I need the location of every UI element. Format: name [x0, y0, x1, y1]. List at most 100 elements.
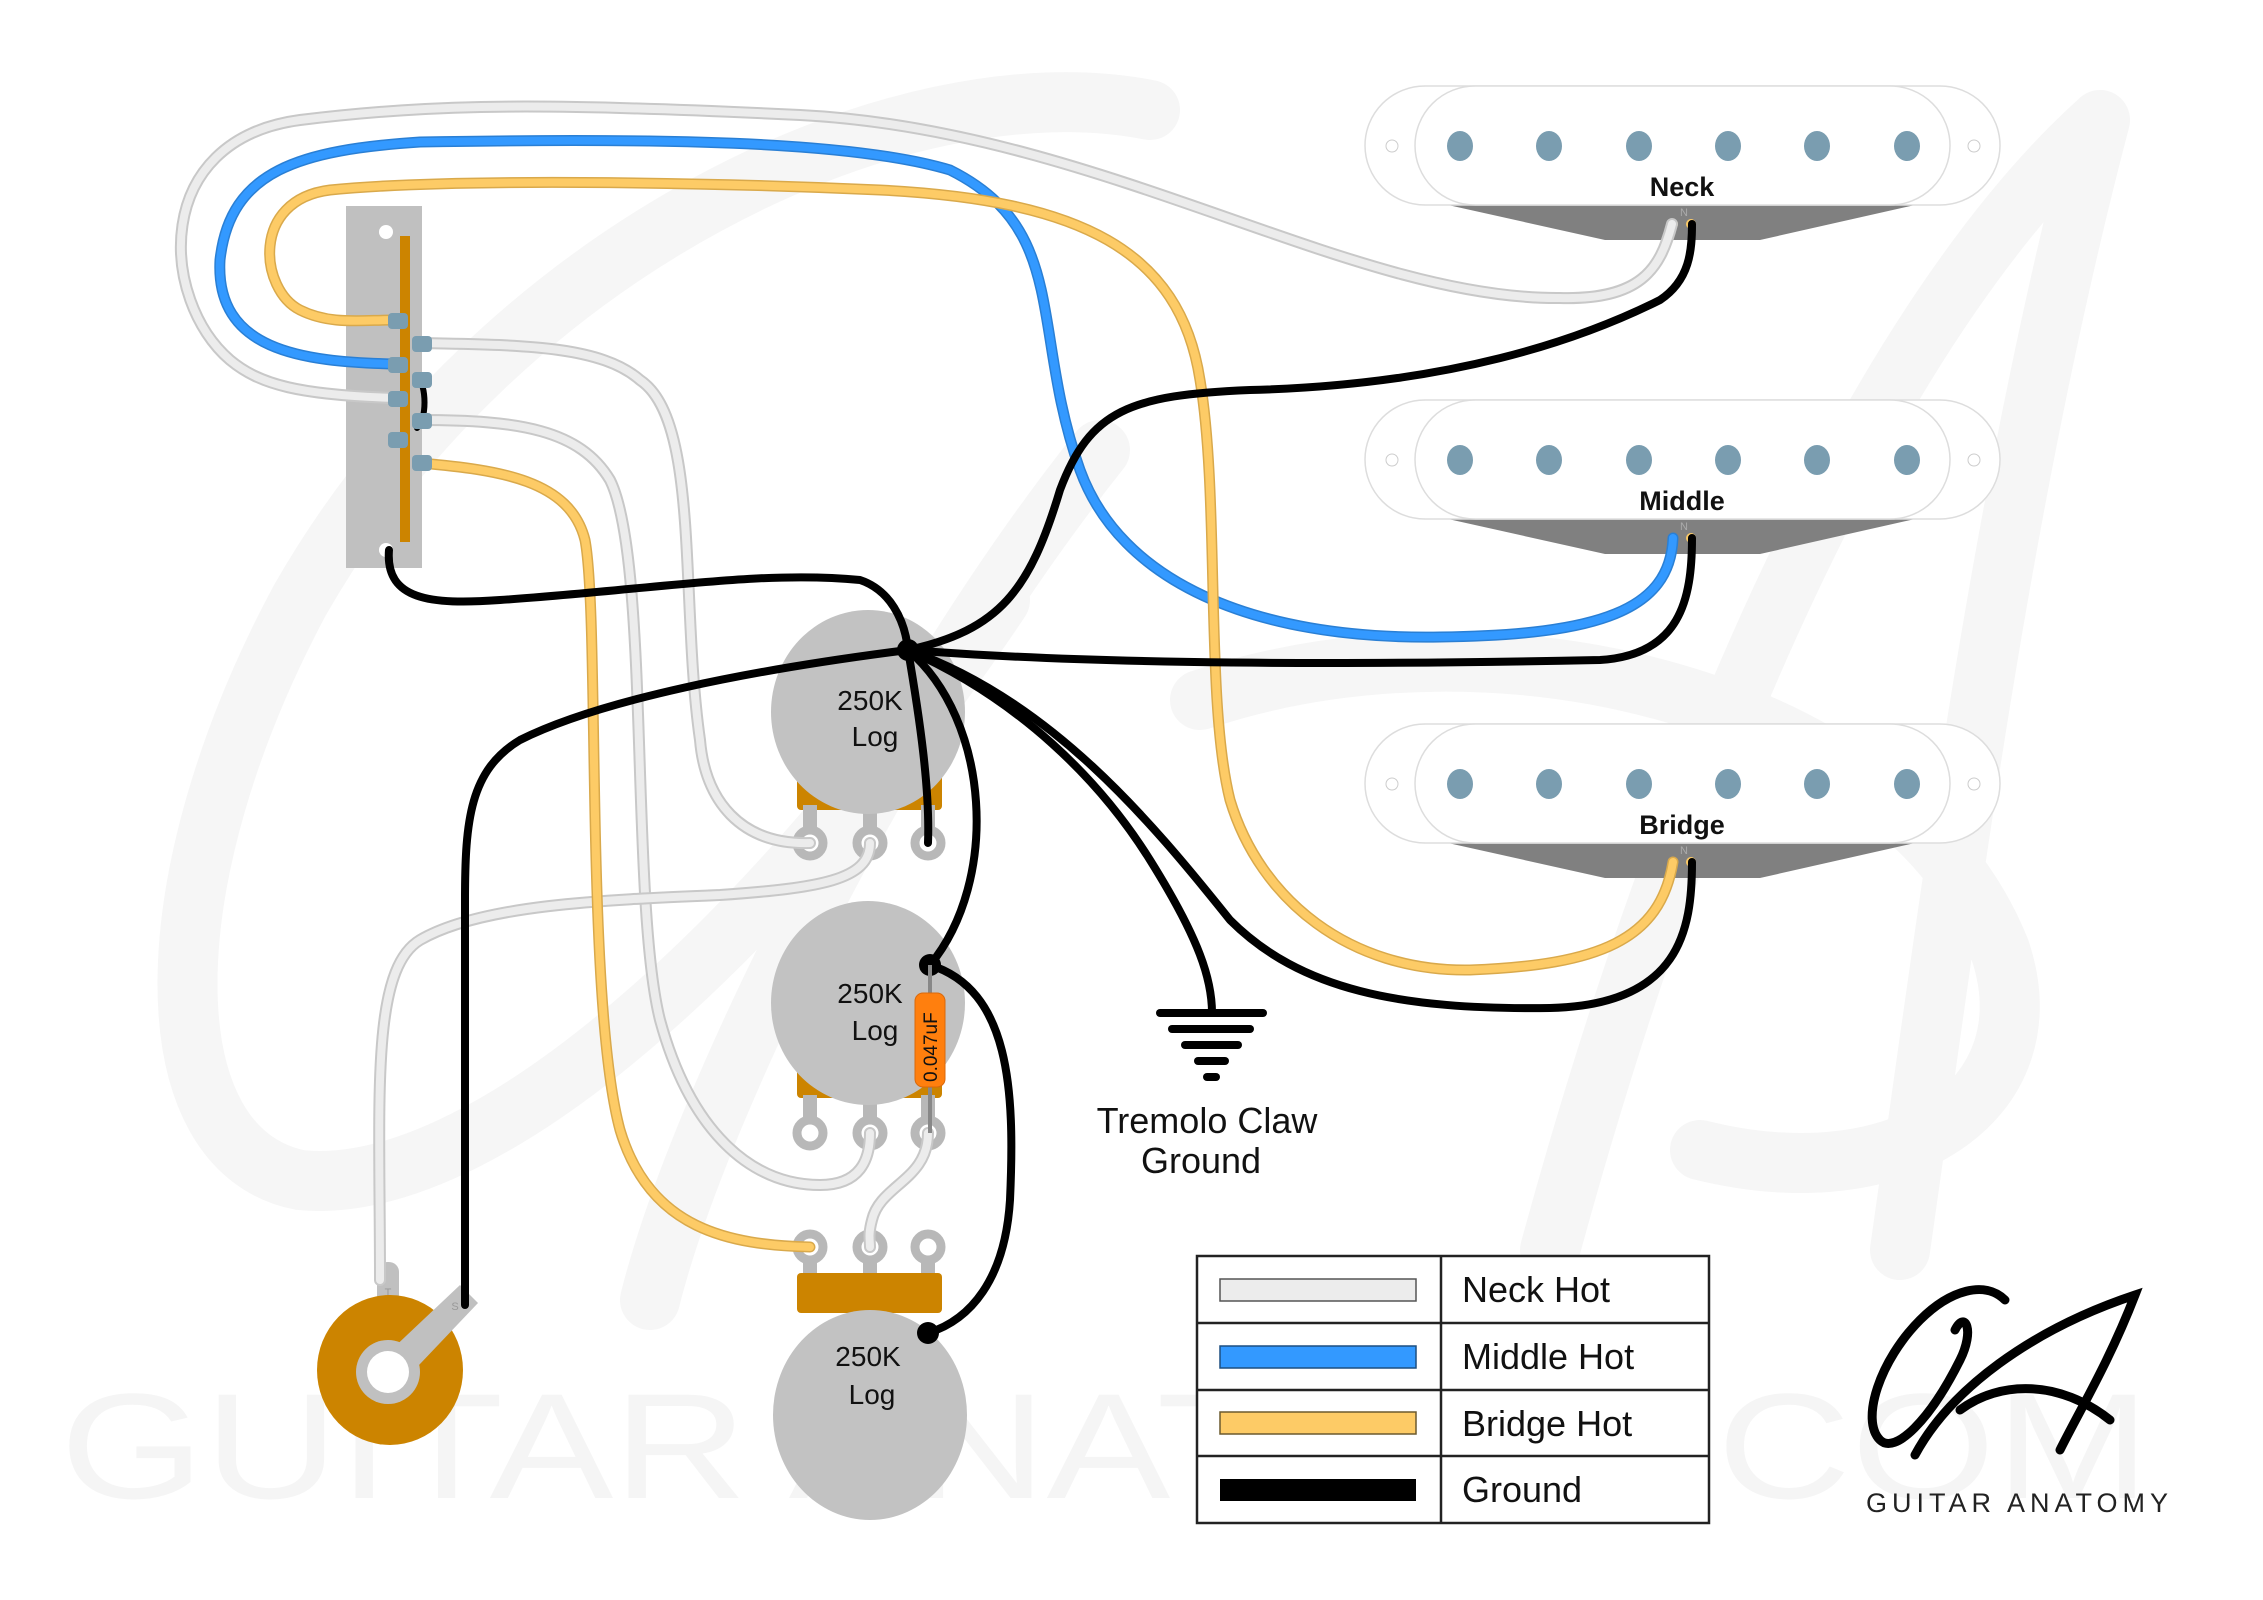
pot-taper: Log [852, 721, 899, 752]
switch-lug [388, 391, 408, 407]
mounting-hole [1385, 453, 1399, 467]
tremolo-claw-ground: Tremolo Claw Ground [1097, 1009, 1318, 1181]
pot-taper: Log [852, 1015, 899, 1046]
watermark-monogram [157, 72, 2130, 1330]
wires-bridge-hot [264, 176, 1679, 1253]
pickup-baseplate [1448, 843, 1915, 878]
pickup-label: Bridge [1639, 810, 1725, 840]
pickup-baseplate [1448, 519, 1915, 554]
ground-icon [1156, 1009, 1267, 1081]
pole-piece [1894, 131, 1920, 161]
capacitor-body [914, 992, 946, 1088]
pole-piece [1804, 445, 1830, 475]
polarity-mark: N [1680, 845, 1688, 857]
ground-solder-junction [897, 639, 919, 661]
legend-label: Neck Hot [1462, 1269, 1610, 1310]
pickup-label: Neck [1650, 172, 1716, 202]
mounting-hole [1385, 777, 1399, 791]
pole-piece [1715, 445, 1741, 475]
legend-swatch [1219, 1345, 1417, 1369]
wire-ground-claw [904, 646, 1216, 1017]
wire-tone-link-core [865, 1129, 932, 1251]
mounting-hole [1967, 453, 1981, 467]
pot-lug [792, 1115, 828, 1151]
wires-ground [384, 220, 1696, 1337]
pole-piece [1447, 445, 1473, 475]
wire-switch-to-volume-in-core [416, 339, 814, 848]
jack-sleeve-label: S [451, 1301, 458, 1313]
switch-lug [412, 336, 432, 352]
legend-swatch [1219, 1278, 1417, 1302]
wire-ground-jack [461, 646, 912, 1309]
legend-item-bridge-hot: Bridge Hot [1219, 1403, 1632, 1444]
wire-neck-hot-to-switch-core [176, 102, 1676, 402]
mounting-hole [1967, 777, 1981, 791]
pot-value: 250K [837, 685, 903, 716]
pole-piece [1447, 769, 1473, 799]
legend-label: Bridge Hot [1462, 1403, 1632, 1444]
wire-switch-to-tone-2-core [416, 459, 814, 1251]
wires-neck-hot [174, 100, 1678, 1286]
wire-ground-neck [904, 220, 1696, 654]
pole-piece [1804, 131, 1830, 161]
tone-capacitor: 0.047uF [914, 965, 946, 1133]
pole-piece [1626, 769, 1652, 799]
pickup-cover-inner [1414, 723, 1951, 844]
pot-lug [910, 1229, 946, 1265]
pole-piece [1626, 445, 1652, 475]
guitar-anatomy-logo: GUITAR ANATOMY [1866, 1285, 2173, 1518]
wire-bridge-hot-to-switch-core [265, 178, 1677, 975]
wire-ground-volume-lug [904, 646, 933, 847]
switch-lugs [388, 313, 432, 471]
switch-lug [412, 455, 432, 471]
ga-monogram-icon [1867, 1285, 2143, 1460]
switch-lug [388, 432, 408, 448]
pole-piece [1894, 445, 1920, 475]
switch-lug [388, 313, 408, 329]
wire-middle-hot-to-switch-core [215, 136, 1677, 642]
selector-switch [346, 206, 422, 568]
output-jack: T S [317, 1262, 478, 1445]
wire-ground-bridge [904, 646, 1696, 1013]
pole-piece [1894, 769, 1920, 799]
pole-piece [1626, 131, 1652, 161]
pot-taper: Log [849, 1379, 896, 1410]
switch-lug [388, 357, 408, 373]
wires-middle-hot [214, 134, 1679, 643]
legend-label: Middle Hot [1462, 1336, 1634, 1377]
switch-plate [346, 206, 422, 568]
pickup-bridge: Bridge N [1364, 723, 2001, 878]
pole-pieces [1447, 769, 1920, 799]
switch-lug [412, 413, 432, 429]
pot-value: 250K [837, 978, 903, 1009]
wire-switch-to-tone-core [416, 416, 874, 1189]
switch-contact-strip [400, 236, 410, 542]
wire-volume-to-jack-core [375, 839, 874, 1284]
legend-item-neck-hot: Neck Hot [1219, 1269, 1610, 1310]
legend: Neck Hot Middle Hot Bridge Hot Ground [1195, 1254, 1711, 1525]
legend-label: Ground [1462, 1469, 1582, 1510]
wire-ground-tone-1 [904, 646, 981, 969]
polarity-mark: N [1680, 207, 1688, 219]
ground-label-line2: Ground [1141, 1140, 1261, 1181]
pickup-neck: Neck N [1364, 85, 2001, 240]
wire-ground-switch [384, 546, 912, 654]
jack-tip-label: T [385, 1287, 392, 1299]
pole-piece [1715, 131, 1741, 161]
pole-pieces [1447, 445, 1920, 475]
mounting-hole [1385, 139, 1399, 153]
pot-tone-2: 250K Log [773, 1229, 967, 1520]
logo-text: GUITAR ANATOMY [1866, 1488, 2173, 1518]
pickup-cover-inner [1414, 399, 1951, 520]
tone-2-solder-joint [917, 1322, 939, 1344]
pickup-cover-inner [1414, 85, 1951, 206]
pole-piece [1536, 769, 1562, 799]
wire-ground-middle [904, 534, 1696, 667]
wire-ground-tone-link [924, 961, 1016, 1337]
jack-hole [367, 1351, 409, 1393]
capacitor-value: 0.047uF [921, 1012, 942, 1082]
legend-swatch [1219, 1411, 1417, 1435]
legend-swatch [1220, 1479, 1416, 1501]
switch-lug [412, 372, 432, 388]
